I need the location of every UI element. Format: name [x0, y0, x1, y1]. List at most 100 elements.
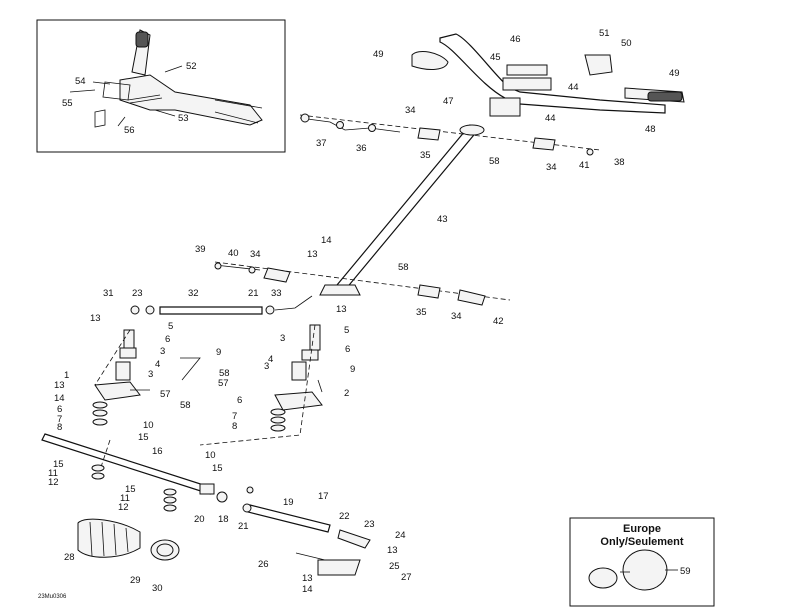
callout-11-right: 11: [120, 493, 130, 504]
callout-15-b: 15: [53, 459, 64, 470]
callout-7-left: 7: [57, 414, 62, 425]
callout-32: 32: [188, 288, 199, 299]
callout-3-d: 3: [264, 361, 269, 372]
callout-5-right: 5: [344, 325, 349, 336]
tie-rod-32: [130, 295, 313, 315]
callout-2: 2: [344, 388, 349, 399]
callout-6-c: 6: [57, 404, 62, 415]
callout-29: 29: [130, 575, 141, 586]
callout-43: 43: [437, 214, 448, 225]
callout-16: 16: [152, 446, 163, 457]
callout-28: 28: [64, 552, 75, 563]
callout-42: 42: [493, 316, 504, 327]
callout-19: 19: [283, 497, 294, 508]
callout-51: 51: [599, 28, 610, 39]
callout-35-lower: 35: [416, 307, 427, 318]
callout-26: 26: [258, 559, 269, 570]
callout-3-a: 3: [280, 333, 285, 344]
horn-icon: [588, 549, 678, 591]
callout-8-right: 8: [232, 421, 237, 432]
callout-46: 46: [510, 34, 521, 45]
steering-boot: [77, 518, 180, 561]
callout-58-right: 58: [219, 368, 230, 379]
callout-56: 56: [124, 125, 135, 136]
middle-linkage: [214, 261, 511, 306]
callout-12-left: 12: [48, 477, 59, 488]
callout-30: 30: [152, 583, 163, 594]
right-spindle: [199, 324, 323, 446]
callout-13-lower: 13: [54, 380, 65, 391]
callout-13-base: 13: [302, 573, 313, 584]
diagram-code: 23Mu0306: [38, 594, 67, 600]
callout-3-c: 3: [148, 369, 153, 380]
callout-17: 17: [318, 491, 329, 502]
callout-13-middle: 13: [336, 304, 347, 315]
callout-41: 41: [579, 160, 590, 171]
callout-25: 25: [389, 561, 400, 572]
callout-50: 50: [621, 38, 632, 49]
callout-39: 39: [195, 244, 206, 255]
callout-21-upper: 21: [248, 288, 259, 299]
grip-inset-box: [36, 19, 286, 153]
callout-47: 47: [443, 96, 454, 107]
callout-44-top: 44: [568, 82, 579, 93]
callout-20: 20: [194, 514, 205, 525]
callout-37: 37: [316, 138, 327, 149]
steering-column: [319, 124, 485, 296]
callout-1: 1: [64, 370, 69, 381]
callout-31: 31: [103, 288, 114, 299]
callout-18: 18: [218, 514, 229, 525]
callout-21-lower: 21: [238, 521, 249, 532]
callout-57-left: 57: [160, 389, 171, 400]
callout-34-upper: 34: [405, 105, 416, 116]
callout-58-left: 58: [180, 400, 191, 411]
callout-34-lower: 34: [451, 311, 462, 322]
callout-14-top: 14: [321, 235, 332, 246]
callout-13-bottom: 13: [387, 545, 398, 556]
callout-15-c: 15: [212, 463, 223, 474]
handlebar: [411, 33, 685, 117]
callout-13-top: 13: [307, 249, 318, 260]
callout-11-left: 11: [48, 468, 58, 479]
callout-15-a: 15: [138, 432, 149, 443]
europe-inset-line2: Only/Seulement: [600, 536, 683, 548]
callout-52: 52: [186, 61, 197, 72]
callout-34-middle: 34: [250, 249, 261, 260]
callout-27: 27: [401, 572, 412, 583]
callout-53: 53: [178, 113, 189, 124]
tie-rod-22: [216, 486, 371, 576]
callout-45: 45: [490, 52, 501, 63]
callout-14-bottom: 14: [302, 584, 313, 595]
callout-22: 22: [339, 511, 350, 522]
callout-58-upper: 58: [489, 156, 500, 167]
callout-57-right: 57: [218, 378, 229, 389]
callout-49-right: 49: [669, 68, 680, 79]
left-spindle: [92, 329, 201, 426]
upper-linkage: [299, 113, 601, 156]
callout-3-b: 3: [160, 346, 165, 357]
inset-grip-assembly: [94, 29, 263, 128]
callout-23-left: 23: [132, 288, 143, 299]
europe-inset-line1: Europe: [623, 523, 661, 535]
inset-leader-lines: [69, 65, 183, 127]
callout-40: 40: [228, 248, 239, 259]
callout-33: 33: [271, 288, 282, 299]
callout-15-d: 15: [125, 484, 136, 495]
callout-12-right: 12: [118, 502, 129, 513]
callout-5-left: 5: [168, 321, 173, 332]
callout-23-right: 23: [364, 519, 375, 530]
callout-54: 54: [75, 76, 86, 87]
callout-4-left: 4: [155, 359, 160, 370]
callout-44-lower: 44: [545, 113, 556, 124]
callout-24: 24: [395, 530, 406, 541]
callout-8-left: 8: [57, 422, 62, 433]
callout-10-left: 10: [143, 420, 154, 431]
callout-36: 36: [356, 143, 367, 154]
callout-14-left: 14: [54, 393, 65, 404]
callout-10-right: 10: [205, 450, 216, 461]
callout-49-left: 49: [373, 49, 384, 60]
callout-4-right: 4: [268, 354, 273, 365]
callout-7-right: 7: [232, 411, 237, 422]
europe-inset-box: [569, 517, 715, 607]
